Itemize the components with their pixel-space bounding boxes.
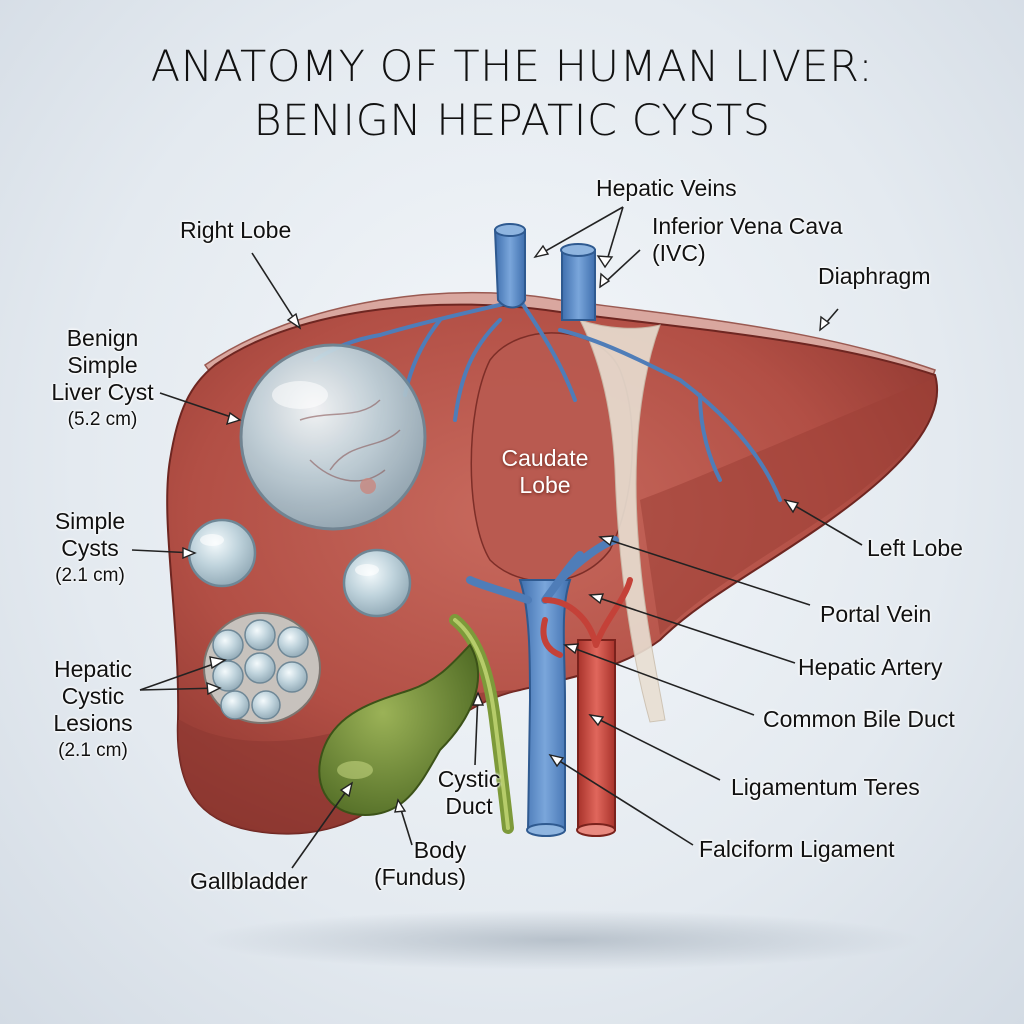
label-cystic-duct: Cystic Duct — [424, 766, 514, 820]
label-simple-line1: Simple — [54, 508, 126, 534]
label-cystic-line1: Cystic — [437, 766, 501, 792]
left-lobe-underside — [640, 378, 936, 635]
label-caudate-line2: Lobe — [519, 472, 571, 498]
label-ivc-line1: Inferior Vena Cava — [652, 213, 843, 239]
hepatic-cystic-lesions — [203, 612, 321, 724]
label-lesions-size: (2.1 cm) — [58, 740, 128, 761]
label-cystic-line2: Duct — [445, 793, 493, 819]
title-line-1: ANATOMY OF THE HUMAN LIVER: — [150, 42, 874, 92]
label-caudate-line1: Caudate — [501, 445, 589, 471]
inferior-vena-cava — [560, 243, 596, 321]
label-benign-line2: Simple — [67, 352, 138, 378]
label-falciform-ligament: Falciform Ligament — [699, 836, 895, 862]
label-right-lobe: Right Lobe — [180, 217, 292, 243]
label-simple-cysts: Simple Cysts (2.1 cm) — [40, 508, 140, 589]
label-caudate-lobe: Caudate Lobe — [490, 445, 600, 499]
label-ivc: Inferior Vena Cava (IVC) — [652, 213, 843, 267]
label-body-line1: Body — [413, 837, 467, 863]
simple-cyst-right — [342, 548, 412, 618]
hepatic-veins-vessels — [493, 223, 526, 309]
label-ivc-line2: (IVC) — [652, 240, 706, 266]
label-lesions-line3: Lesions — [53, 710, 133, 736]
label-benign-line1: Benign — [66, 325, 139, 351]
benign-simple-liver-cyst — [239, 343, 427, 531]
label-simple-line2: Cysts — [61, 535, 119, 561]
label-benign-simple-liver-cyst: Benign Simple Liver Cyst (5.2 cm) — [30, 325, 175, 433]
label-simple-size: (2.1 cm) — [55, 565, 125, 586]
label-lesions-line2: Cystic — [61, 683, 125, 709]
ground-shadow — [200, 910, 920, 970]
leader-arrowheads — [182, 244, 831, 813]
label-lesions-line1: Hepatic — [54, 656, 132, 682]
title-line-2: BENIGN HEPATIC CYSTS — [253, 96, 771, 146]
label-left-lobe: Left Lobe — [867, 535, 963, 561]
label-benign-line3: Liver Cyst — [51, 379, 154, 405]
page-title: ANATOMY OF THE HUMAN LIVER: BENIGN HEPAT… — [0, 40, 1024, 148]
label-common-bile-duct: Common Bile Duct — [763, 706, 955, 732]
label-hepatic-artery: Hepatic Artery — [798, 654, 943, 680]
label-portal-vein: Portal Vein — [820, 601, 932, 627]
label-body-fundus: Body (Fundus) — [365, 837, 475, 891]
label-ligamentum-teres: Ligamentum Teres — [731, 774, 920, 800]
label-gallbladder: Gallbladder — [190, 868, 308, 894]
label-hepatic-veins: Hepatic Veins — [596, 175, 737, 201]
cystic-duct — [449, 614, 514, 834]
simple-cyst-left — [187, 518, 257, 588]
portal-vein — [466, 536, 619, 837]
label-body-line2: (Fundus) — [373, 864, 467, 890]
label-diaphragm: Diaphragm — [818, 263, 931, 289]
label-benign-size: (5.2 cm) — [67, 409, 138, 430]
label-hepatic-cystic-lesions: Hepatic Cystic Lesions (2.1 cm) — [38, 656, 148, 764]
falciform-ligament — [579, 319, 666, 723]
hepatic-artery — [540, 577, 633, 837]
